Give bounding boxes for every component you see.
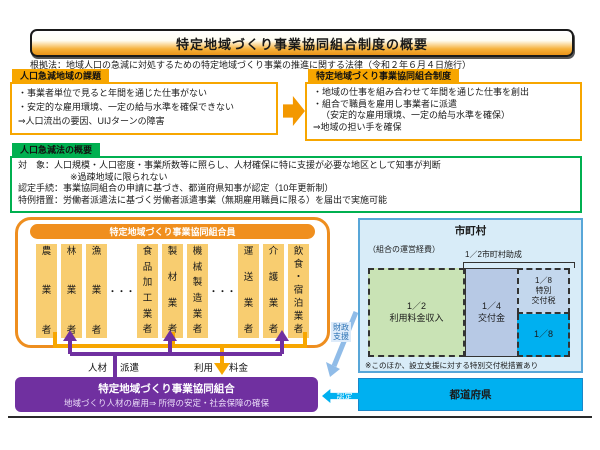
page-title: 特定地域づくり事業協同組合制度の概要 bbox=[30, 29, 574, 57]
financial-support-line: 支援 bbox=[333, 332, 349, 342]
system-line: ・組合で職員を雇用し事業者に派遣 bbox=[313, 98, 458, 109]
challenges-line: ⇒人口流出の要因、UIJターンの障害 bbox=[18, 115, 165, 126]
system-line: （安定的な雇用環境、一定の給与水準を確保） bbox=[321, 110, 511, 121]
fee-label-right: 料金 bbox=[229, 363, 249, 374]
right-block-arrow-icon bbox=[283, 96, 305, 126]
member-column: 農業者 bbox=[36, 244, 57, 338]
certification-arrow-icon: 認定 bbox=[322, 389, 360, 403]
segment-tax-label: 特別 bbox=[535, 286, 552, 295]
cooperative-title: 特定地域づくり事業協同組合 bbox=[98, 382, 235, 395]
system-header: 特定地域づくり事業協同組合制度 bbox=[308, 69, 460, 82]
segment-grant-value: 1／4 bbox=[481, 301, 501, 312]
operating-expenses-label: （組合の運営経費） bbox=[368, 245, 440, 254]
member-column: 林業者 bbox=[61, 244, 82, 338]
prefecture-box: 都道府県 bbox=[358, 378, 583, 411]
segment-tax-label: 交付税 bbox=[531, 296, 556, 305]
dispatch-label-left: 人材 bbox=[88, 363, 108, 374]
footer-rule bbox=[8, 416, 592, 418]
dispatch-label-right: 派遣 bbox=[120, 363, 140, 374]
system-line: ・地域の仕事を組み合わせて年間を通じた仕事を創出 bbox=[313, 87, 530, 97]
member-column: 機械製造業者 bbox=[187, 244, 208, 338]
system-panel: ・地域の仕事を組み合わせて年間を通じた仕事を創出 ・組合で職員を雇用し事業者に派… bbox=[305, 82, 582, 141]
fee-label-left: 利用 bbox=[194, 363, 214, 374]
challenges-header: 人口急減地域の課題 bbox=[12, 69, 110, 82]
segment-grant: 1／4 交付金 bbox=[465, 268, 517, 357]
member-column: 介護業者 bbox=[263, 244, 284, 338]
member-column: 飲食・宿泊業者 bbox=[288, 244, 309, 338]
law-overview-panel: 対 象：人口規模・人口密度・事業所数等に照らし、人材確保に特に支援が必要な地区と… bbox=[10, 156, 582, 213]
certification-label: 認定 bbox=[336, 391, 353, 401]
member-columns: 農業者 林業者 漁業者 ・・・ 食品加工業者 製材業者 機械製造業者 ・・・ 運… bbox=[36, 244, 309, 338]
law-line: ※過疎地域に限られない bbox=[70, 171, 168, 182]
fee-down-arrow-icon bbox=[214, 363, 230, 375]
segment-special-tax: 1／8 特別 交付税 bbox=[517, 268, 570, 314]
ellipsis: ・・・ bbox=[209, 286, 237, 296]
member-column: 製材業者 bbox=[162, 244, 183, 338]
cooperative-members-header: 特定地域づくり事業協同組合員 bbox=[30, 224, 315, 239]
member-column: 漁業者 bbox=[86, 244, 107, 338]
segment-fee-value: 1／2 bbox=[406, 301, 426, 312]
member-group-manufacturing: 食品加工業者 製材業者 機械製造業者 bbox=[137, 244, 208, 338]
challenges-line: ・安定的な雇用環境、一定の給与水準を確保できない bbox=[18, 101, 235, 112]
municipality-note: ※このほか、設立支援に対する特別交付税措置あり bbox=[365, 361, 539, 370]
segment-grant-label: 交付金 bbox=[477, 312, 505, 323]
cooperative-subtitle: 地域づくり人材の雇用⇒ 所得の安定・社会保障の確保 bbox=[64, 397, 269, 408]
law-line: 認定手続：事業協同組合の申請に基づき、都道府県知事が認定（10年更新制） bbox=[18, 183, 334, 194]
financial-support-label: 財政 支援 bbox=[331, 322, 351, 343]
system-line: ⇒地域の担い手を確保 bbox=[313, 122, 402, 133]
cooperative-members-box: 特定地域づくり事業協同組合員 農業者 林業者 漁業者 ・・・ 食品加工業者 製材… bbox=[15, 217, 330, 348]
challenges-line: ・事業者単位で見ると年間を通じた仕事がない bbox=[18, 88, 208, 98]
law-overview-header: 人口急減法の概要 bbox=[12, 143, 101, 156]
law-line: 対 象：人口規模・人口密度・事業所数等に照らし、人材確保に特に支援が必要な地区と… bbox=[18, 160, 441, 170]
segment-fee-income: 1／2 利用料金収入 bbox=[368, 268, 465, 357]
member-group-primary: 農業者 林業者 漁業者 bbox=[36, 244, 107, 338]
cooperative-box: 特定地域づくり事業協同組合 地域づくり人材の雇用⇒ 所得の安定・社会保障の確保 bbox=[15, 377, 318, 412]
member-column: 運送業者 bbox=[238, 244, 259, 338]
municipality-title: 市町村 bbox=[454, 225, 487, 237]
member-column: 食品加工業者 bbox=[137, 244, 158, 338]
segment-tax-value: 1／8 bbox=[535, 276, 552, 285]
basis-law-text: 根拠法：地域人口の急減に対処するための特定地域づくり事業の推進に関する法律（令和… bbox=[30, 60, 472, 70]
subsidy-bracket bbox=[463, 262, 575, 268]
segment-fee-label: 利用料金収入 bbox=[389, 312, 444, 323]
segment-eighth-value: 1／8 bbox=[533, 328, 553, 339]
member-group-services: 運送業者 介護業者 飲食・宿泊業者 bbox=[238, 244, 309, 338]
law-line: 特例措置：労働者派遣法に基づく労働者派遣事業（無期雇用職員に限る）を届出で実施可… bbox=[18, 195, 388, 206]
financial-support-line: 財政 bbox=[333, 323, 349, 332]
financial-support-arrow-icon bbox=[326, 362, 340, 377]
municipality-box: 市町村 （組合の運営経費） 1／2市町村助成 1／2 利用料金収入 1／4 交付… bbox=[358, 218, 583, 373]
municipal-subsidy-label: 1／2市町村助成 bbox=[465, 250, 522, 259]
segment-eighth: 1／8 bbox=[517, 314, 570, 357]
ellipsis: ・・・ bbox=[108, 286, 136, 296]
challenges-panel: ・事業者単位で見ると年間を通じた仕事がない ・安定的な雇用環境、一定の給与水準を… bbox=[10, 82, 278, 135]
